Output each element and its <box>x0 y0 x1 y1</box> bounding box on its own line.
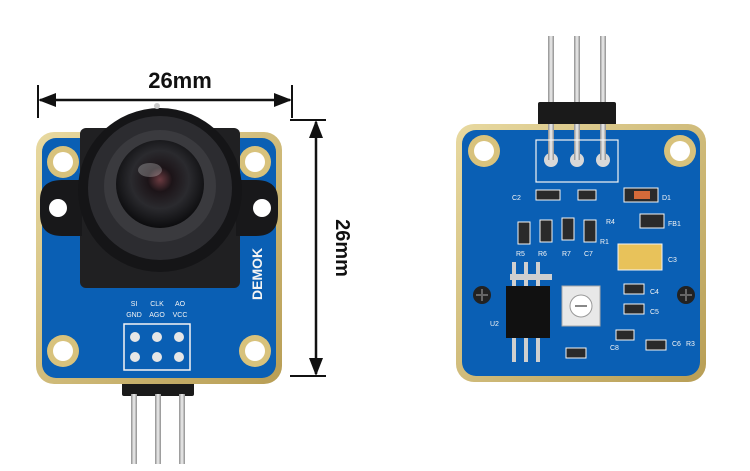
height-label: 26mm <box>331 219 353 277</box>
label-c6: C6 <box>672 341 681 348</box>
width-dimension: 26mm <box>37 68 293 118</box>
lens-glass <box>116 140 204 228</box>
front-board: DEMOK SI CLK AO GND AGO VCC <box>36 103 282 464</box>
label-d1: D1 <box>662 195 671 202</box>
arrowhead-left-icon <box>38 93 56 107</box>
label-r6: R6 <box>538 251 547 258</box>
pin-label-ao: AO <box>175 301 186 308</box>
back-pcb <box>462 130 700 376</box>
brand-label: DEMOK <box>249 248 265 300</box>
label-r7: R7 <box>562 251 571 258</box>
pin-label-clk: CLK <box>150 301 164 308</box>
ic-chip <box>506 262 552 362</box>
back-header-pins <box>538 36 616 126</box>
label-c3: C3 <box>668 257 677 264</box>
pin-label-si: SI <box>131 301 138 308</box>
label-c4: C4 <box>650 289 659 296</box>
front-header-pins <box>122 382 194 464</box>
component-labels: C2 D1 R4 R5 R6 R7 C7 R1 FB1 C3 C4 C5 U2 … <box>490 195 695 352</box>
label-fb1: FB1 <box>668 221 681 228</box>
arrowhead-up-icon <box>309 120 323 138</box>
label-r4: R4 <box>606 219 615 226</box>
header-labels: SI CLK AO GND AGO VCC <box>126 301 187 319</box>
arrowhead-right-icon <box>274 93 292 107</box>
smd-components <box>506 187 667 362</box>
label-r1: R1 <box>600 239 609 246</box>
back-board: C2 D1 R4 R5 R6 R7 C7 R1 FB1 C3 C4 C5 U2 … <box>456 36 706 382</box>
pin-label-gnd: GND <box>126 312 142 319</box>
potentiometer <box>561 285 601 327</box>
pin-label-vcc: VCC <box>173 312 188 319</box>
label-c8: C8 <box>610 345 619 352</box>
label-u2: U2 <box>490 321 499 328</box>
mounting-holes <box>47 146 271 367</box>
arrowhead-down-icon <box>309 358 323 376</box>
label-c5: C5 <box>650 309 659 316</box>
tantalum-capacitor <box>617 243 663 271</box>
header-pads <box>123 323 191 371</box>
label-r3: R3 <box>686 341 695 348</box>
width-label: 26mm <box>148 68 212 93</box>
label-r5: R5 <box>516 251 525 258</box>
label-c7: C7 <box>584 251 593 258</box>
height-dimension: 26mm <box>290 119 353 377</box>
pin-label-ago: AGO <box>149 312 165 319</box>
label-c2: C2 <box>512 195 521 202</box>
